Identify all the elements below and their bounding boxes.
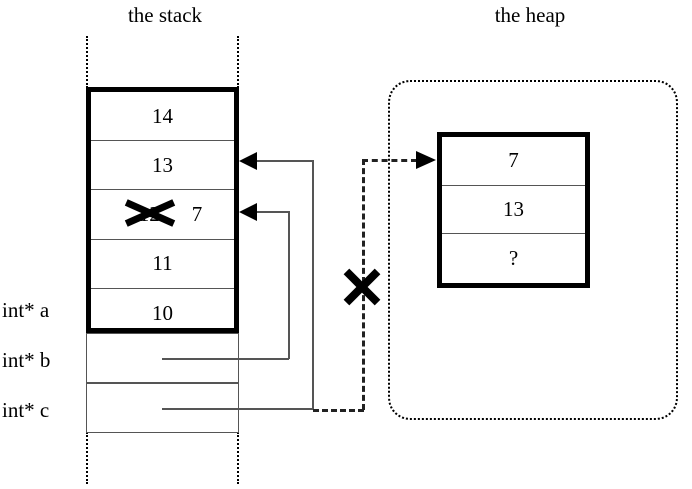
- heap-cell-0-value: 7: [508, 148, 519, 173]
- connector-c-horizontal-lower: [162, 408, 313, 410]
- stack-cell-2-new-value: 7: [191, 201, 203, 226]
- connector-c-horizontal-upper: [248, 160, 313, 162]
- heap-cell-0: 7: [442, 137, 585, 186]
- arrow-head-into-stack-cell-7: [239, 203, 257, 221]
- heap-region-boundary: [388, 80, 678, 420]
- stack-cell-4-value: 10: [152, 300, 173, 325]
- connector-b-horizontal-lower: [162, 358, 289, 360]
- stack-cell-4: 10: [91, 289, 234, 338]
- dashed-pointer-horizontal-bottom: [313, 409, 364, 412]
- variable-label-b: int* b: [2, 348, 51, 372]
- arrow-head-into-stack-cell-13: [239, 152, 257, 170]
- variable-label-a: int* a: [2, 298, 50, 322]
- stack-cell-2-old-wrap: 12: [137, 202, 162, 227]
- connector-b-horizontal-upper: [248, 211, 289, 213]
- stack-continuation-dots-top-right: [237, 36, 239, 88]
- stack-continuation-dots-bottom-left: [86, 432, 88, 484]
- stack-cell-3: 11: [91, 240, 234, 289]
- stack-title: the stack: [127, 3, 203, 27]
- stack-cell-3-value: 11: [152, 251, 173, 276]
- connector-c-vertical: [312, 160, 314, 409]
- heap-allocation-box: 7 13 ?: [437, 132, 590, 288]
- stack-cell-0-value: 14: [152, 103, 173, 128]
- cancel-x-icon: [340, 265, 384, 309]
- heap-cell-2: ?: [442, 234, 585, 283]
- stack-cell-0: 14: [91, 92, 234, 142]
- heap-cell-2-value: ?: [508, 245, 519, 270]
- heap-title: the heap: [494, 3, 566, 27]
- stack-cell-2: 12 7: [91, 190, 234, 240]
- heap-cell-1-value: 13: [503, 196, 524, 221]
- variable-label-c: int* c: [2, 398, 50, 422]
- heap-cell-1: 13: [442, 186, 585, 235]
- arrow-head-into-heap-cell: [416, 151, 436, 169]
- stack-cell-1-value: 13: [152, 152, 173, 177]
- stack-continuation-dots-bottom-right: [237, 432, 239, 484]
- stack-cell-1: 13: [91, 141, 234, 191]
- connector-b-vertical: [288, 211, 290, 359]
- stack-frame-box: 14 13 12 7 11 10: [86, 87, 239, 333]
- stack-continuation-dots-top-left: [86, 36, 88, 88]
